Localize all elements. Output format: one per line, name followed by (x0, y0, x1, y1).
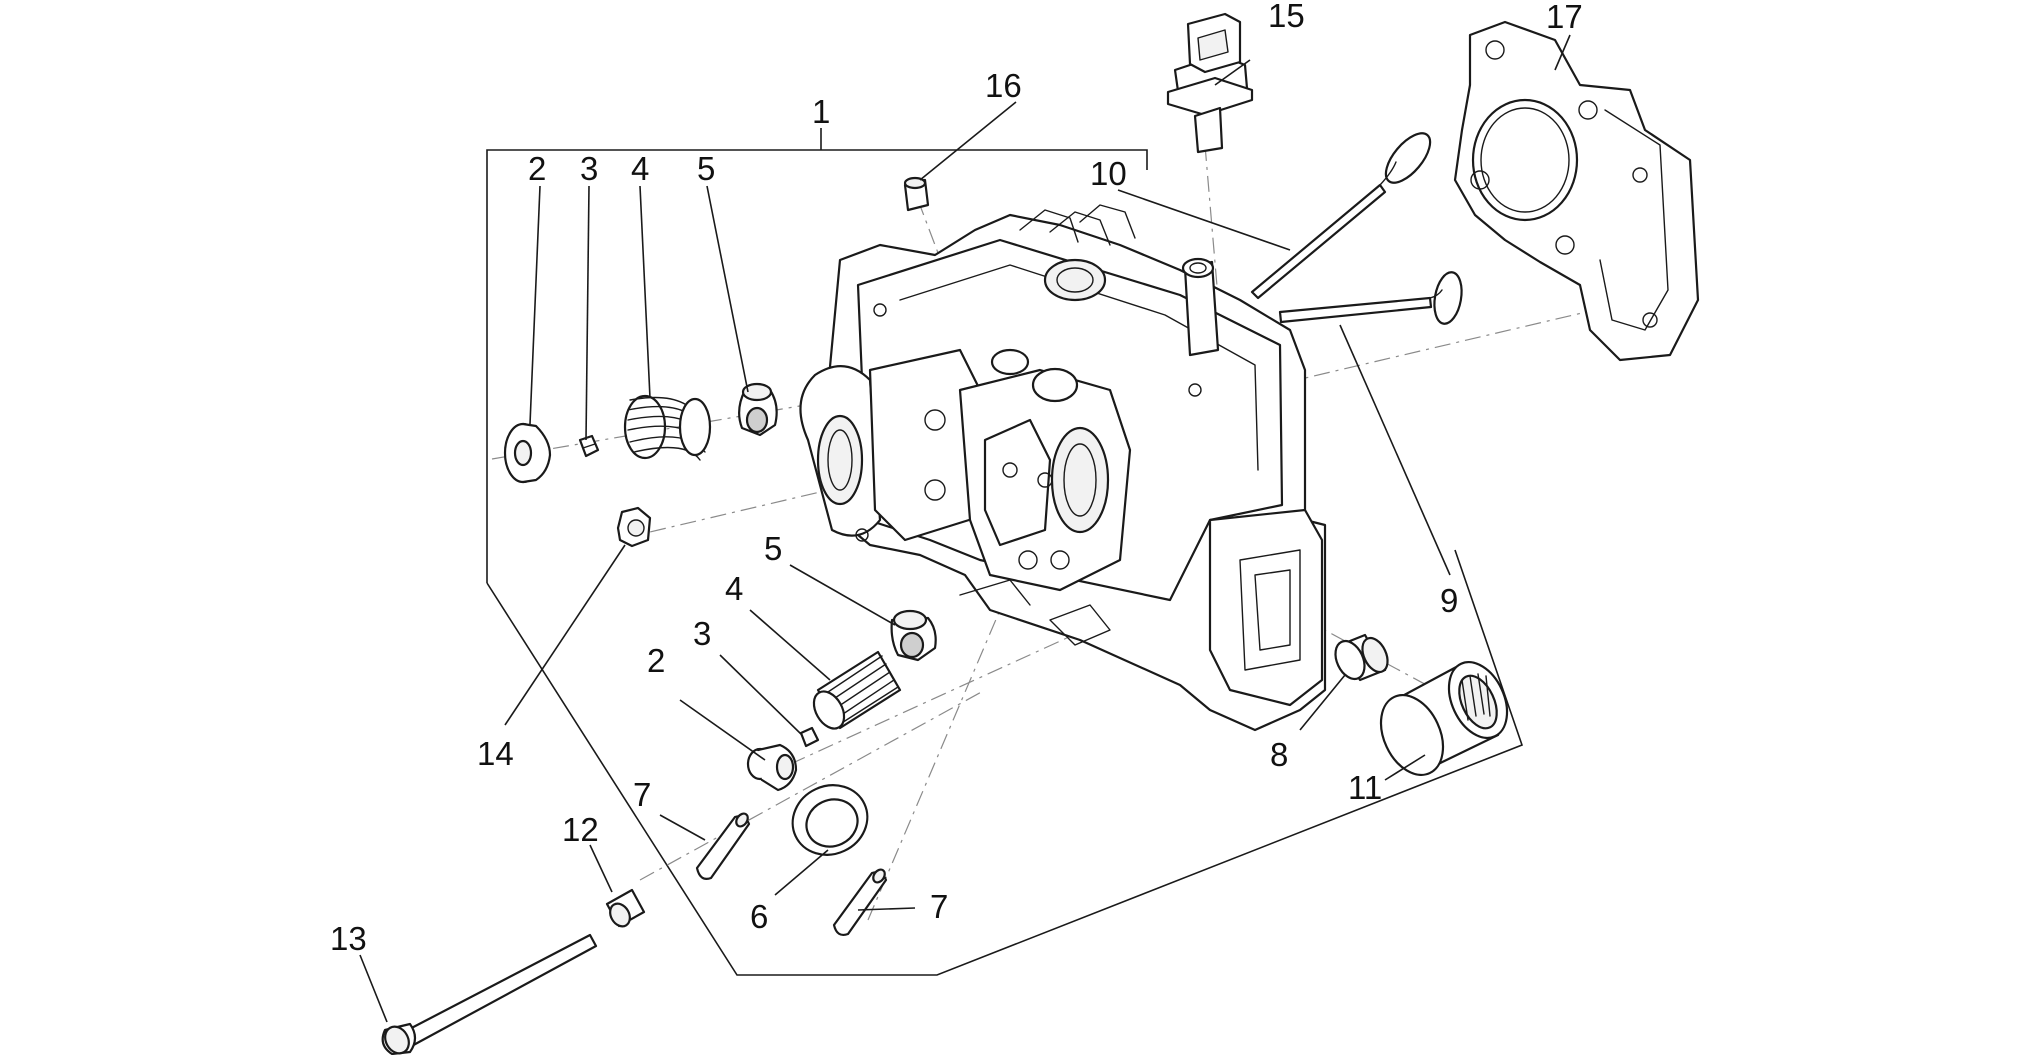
callout-leaders (359, 34, 1571, 1023)
valve-spring-lower (812, 650, 902, 730)
valve-spring-retainer-lower (746, 743, 798, 792)
callout-4-upper: 4 (631, 150, 649, 187)
valve-spring-upper (623, 394, 712, 461)
callout-3-lower: 3 (693, 615, 711, 652)
callout-5-lower: 5 (764, 530, 782, 567)
valve-spring-retainer-upper (503, 422, 552, 484)
exhaust-valve (1250, 132, 1432, 300)
locating-dowel (903, 176, 930, 212)
callout-1: 1 (812, 93, 830, 130)
cylinder-head-body (799, 204, 1327, 732)
cylinder-head-gasket (1453, 20, 1700, 362)
valve-cotter-lower (799, 726, 820, 748)
callout-6: 6 (750, 898, 768, 935)
callout-15: 15 (1268, 0, 1305, 34)
valve-stem-seal-upper (738, 382, 778, 437)
callout-12: 12 (562, 811, 599, 848)
dowel-pin-right (832, 868, 888, 937)
assembly-group-bracket (486, 128, 1524, 976)
o-ring-seal (791, 784, 869, 856)
callout-4-lower: 4 (725, 570, 743, 607)
dowel-pin-left (695, 812, 751, 880)
callout-14: 14 (477, 735, 514, 772)
intake-valve (1278, 271, 1463, 325)
callout-labels: 1 2 3 4 5 16 10 15 17 9 8 11 5 4 3 2 14 … (330, 0, 1583, 957)
spacer-bushing (605, 888, 646, 928)
callout-9: 9 (1440, 582, 1458, 619)
needle-bearing-large (1379, 661, 1509, 776)
valve-cotter-upper (578, 434, 600, 458)
callout-3-upper: 3 (580, 150, 598, 187)
needle-bearing-small (1334, 633, 1389, 682)
callout-11: 11 (1348, 769, 1382, 806)
temperature-sensor (1166, 12, 1254, 154)
valve-stem-seal-lower (890, 609, 937, 662)
callout-2-upper: 2 (528, 150, 546, 187)
callout-13: 13 (330, 920, 367, 957)
callout-8: 8 (1270, 736, 1288, 773)
callout-2-lower: 2 (647, 642, 665, 679)
callout-5-upper: 5 (697, 150, 715, 187)
cap-screw (381, 933, 598, 1055)
callout-7-left: 7 (633, 776, 651, 813)
cap-nut (616, 506, 652, 548)
callout-16: 16 (985, 67, 1022, 104)
callout-17: 17 (1546, 0, 1583, 35)
callout-10: 10 (1090, 155, 1127, 192)
callout-7-right: 7 (930, 888, 948, 925)
